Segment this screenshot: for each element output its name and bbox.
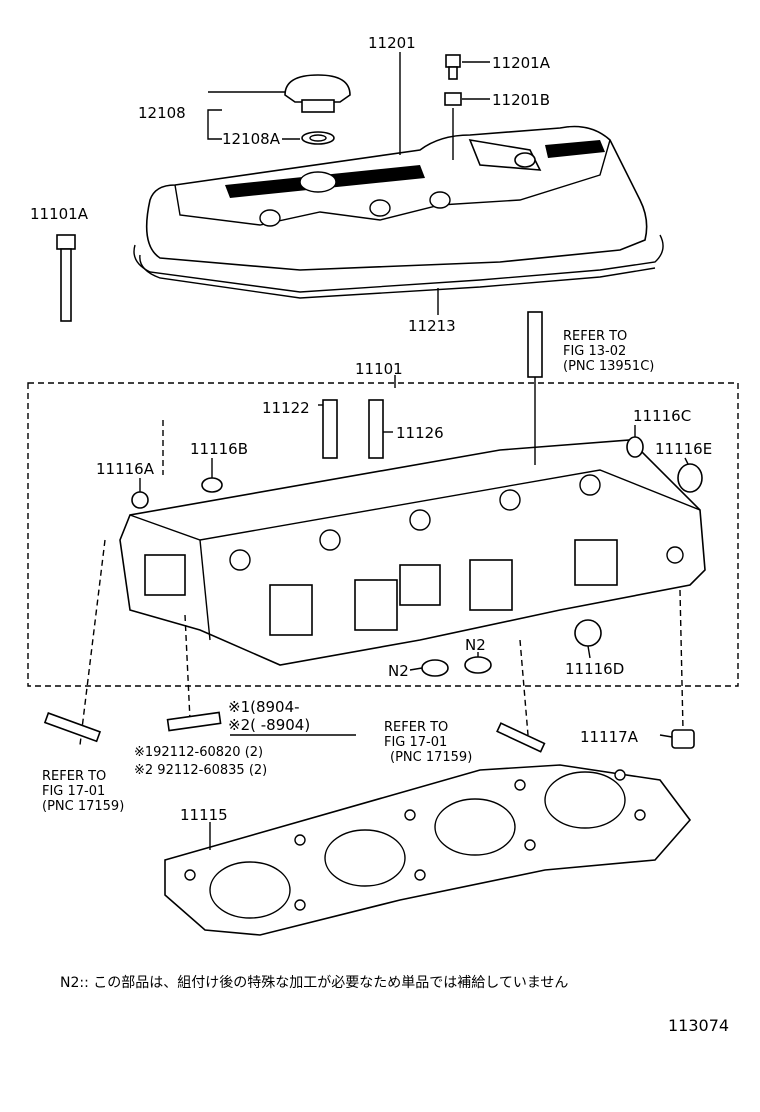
label-11116E: 11116E bbox=[655, 440, 712, 458]
seal-washer-11201B bbox=[444, 92, 462, 106]
plug-11116E bbox=[677, 463, 703, 493]
refer-top-line3: (PNC 13951C) bbox=[563, 359, 654, 374]
label-11116D: 11116D bbox=[565, 660, 624, 678]
refer-left-line2: FIG 17-01 bbox=[42, 784, 105, 799]
oil-filler-cap-12108 bbox=[284, 74, 351, 113]
label-12108A: 12108A bbox=[222, 130, 281, 148]
stud-refer-top bbox=[527, 311, 543, 378]
refer-left-line3: (PNC 17159) bbox=[42, 799, 124, 814]
label-11201: 11201 bbox=[368, 34, 416, 52]
stud-left-refer bbox=[43, 712, 102, 743]
bolt-11201A bbox=[445, 54, 461, 80]
stud-part-1: ※192112-60820 (2) bbox=[134, 745, 263, 760]
plug-11116B bbox=[201, 477, 223, 493]
valve-cover-gasket-11213 bbox=[133, 234, 664, 299]
label-11116B: 11116B bbox=[190, 440, 248, 458]
label-11201A: 11201A bbox=[492, 54, 551, 72]
refer-mid-line3: (PNC 17159) bbox=[390, 750, 472, 765]
note-2: ※2( -8904) bbox=[228, 716, 310, 734]
label-11126: 11126 bbox=[396, 424, 444, 442]
label-11101: 11101 bbox=[355, 360, 403, 378]
label-12108: 12108 bbox=[138, 104, 186, 122]
head-gasket-11115 bbox=[164, 764, 692, 936]
footnote: N2:: この部品は、組付け後の特殊な加工が必要なため単品では補給していません bbox=[60, 975, 569, 991]
valve-guide-11122 bbox=[322, 399, 338, 459]
bolt-11101A bbox=[56, 234, 76, 322]
stud-part-2: ※2 92112-60835 (2) bbox=[134, 763, 267, 778]
label-11213: 11213 bbox=[408, 317, 456, 335]
label-11101A: 11101A bbox=[30, 205, 89, 223]
seal-N2-b bbox=[464, 656, 492, 674]
refer-top-line1: REFER TO bbox=[563, 329, 627, 344]
cylinder-head-11101 bbox=[119, 439, 706, 666]
plug-11116C bbox=[626, 436, 644, 458]
note-1: ※1(8904- bbox=[228, 698, 300, 716]
label-11116A: 11116A bbox=[96, 460, 155, 478]
label-N2-a: N2 bbox=[388, 662, 409, 680]
valve-cover-11201 bbox=[145, 125, 648, 271]
label-11122: 11122 bbox=[262, 399, 310, 417]
valve-guide-11126 bbox=[368, 399, 384, 459]
plug-11116D bbox=[574, 619, 602, 647]
diagram-id: 113074 bbox=[668, 1016, 730, 1035]
cap-gasket-12108A bbox=[301, 131, 335, 145]
label-N2-b: N2 bbox=[465, 636, 486, 654]
plug-11117A bbox=[671, 729, 695, 749]
seal-N2-a bbox=[421, 659, 449, 677]
refer-mid-line2: FIG 17-01 bbox=[384, 735, 447, 750]
stud-92112 bbox=[166, 711, 222, 732]
refer-mid-line1: REFER TO bbox=[384, 720, 448, 735]
refer-left-line1: REFER TO bbox=[42, 769, 106, 784]
label-11201B: 11201B bbox=[492, 91, 550, 109]
label-11116C: 11116C bbox=[633, 407, 691, 425]
stud-mid-refer bbox=[496, 722, 546, 753]
cylinder-head-group-box bbox=[27, 382, 739, 687]
refer-top-line2: FIG 13-02 bbox=[563, 344, 626, 359]
label-11117A: 11117A bbox=[580, 728, 639, 746]
label-11115: 11115 bbox=[180, 806, 228, 824]
plug-11116A bbox=[131, 491, 149, 509]
